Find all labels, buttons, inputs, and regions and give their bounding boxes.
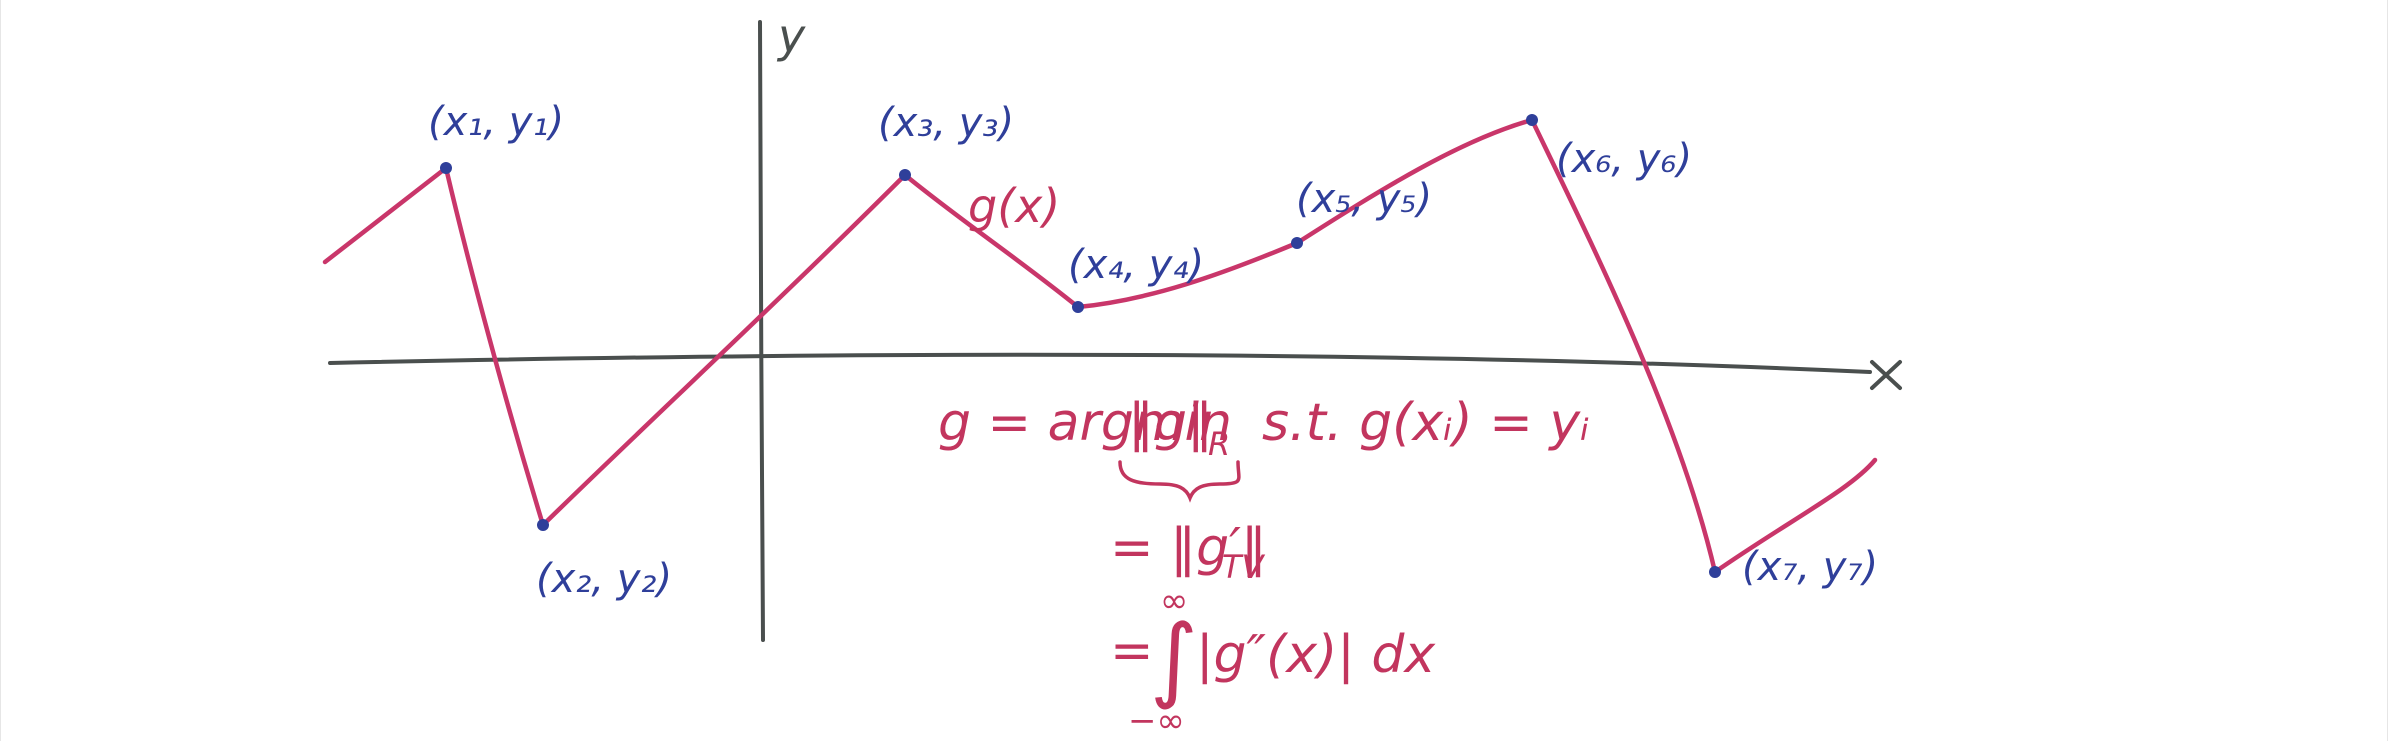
equation-tv-norm: = ‖g′‖ [1110, 518, 1267, 578]
curve-segment-5-6 [1294, 117, 1535, 246]
integral-lower-limit: −∞ [1128, 701, 1185, 741]
curve-label: g(x) [968, 179, 1060, 233]
point-3 [899, 169, 911, 181]
equation-equals: = [1110, 621, 1154, 681]
integral-sign: ∫ [1150, 605, 1198, 712]
curve-segment-4-5 [1075, 240, 1300, 310]
point-6 [1526, 114, 1538, 126]
point-1 [440, 162, 452, 174]
equation-constraint: s.t. g(xᵢ) = yᵢ [1262, 393, 1589, 453]
point-2-label: (x₂, y₂) [536, 556, 672, 602]
curve-segment-right [1712, 457, 1878, 575]
equation-underbrace [1118, 460, 1241, 503]
curve-segment-1-2 [443, 165, 546, 528]
x-axis [328, 352, 1872, 374]
curve-segment-6-7 [1529, 117, 1718, 575]
integrand: |g″(x)| dx [1196, 625, 1436, 685]
point-7 [1709, 566, 1721, 578]
y-axis-label: y [776, 9, 806, 63]
integral-upper-limit: ∞ [1160, 581, 1188, 621]
curve-segment-3-4 [902, 172, 1081, 310]
left-frame-edge [0, 0, 1, 741]
y-axis [758, 20, 765, 642]
point-4 [1072, 301, 1084, 313]
equation-tv-subscript: TV [1222, 548, 1266, 586]
equation-norm-subscript: R [1208, 425, 1230, 463]
point-2 [537, 519, 549, 531]
point-7-label: (x₇, y₇) [1742, 544, 1878, 590]
point-3-label: (x₃, y₃) [878, 100, 1014, 146]
point-5-label: (x₅, y₅) [1296, 176, 1432, 222]
curve-segment-2-3 [540, 172, 908, 528]
point-4-label: (x₄, y₄) [1068, 242, 1204, 288]
point-5 [1291, 237, 1303, 249]
x-axis-arrow [1870, 360, 1902, 390]
equation-argmin-prefix: g = argmin [938, 393, 1232, 453]
curve-segment-left [322, 165, 449, 265]
point-6-label: (x₆, y₆) [1556, 136, 1692, 182]
point-1-label: (x₁, y₁) [428, 99, 564, 145]
equation-norm: ‖g‖ [1128, 393, 1213, 453]
